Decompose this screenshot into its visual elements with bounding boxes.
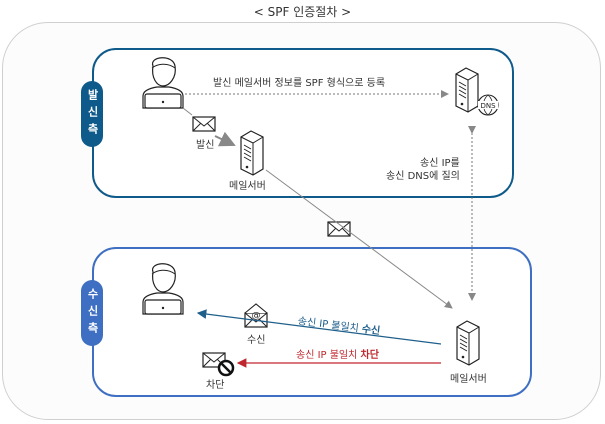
query-text-line1: 송신 IP를	[420, 158, 460, 169]
svg-text:@: @	[252, 311, 261, 321]
send-label: 발신	[196, 140, 215, 151]
query-text-line2: 송신 DNS에 질의	[386, 171, 460, 182]
block-text: 송신 IP 불일치 차단	[296, 346, 379, 361]
svg-text:DNS: DNS	[480, 102, 496, 110]
mail-transfer-arrow	[265, 169, 453, 309]
register-text: 발신 메일서버 정보를 SPF 형식으로 등록	[213, 78, 386, 89]
sender-mail-server-icon	[240, 130, 264, 176]
send-arrow	[214, 131, 236, 147]
received-envelope-icon: @	[244, 303, 268, 328]
sender-user-icon	[142, 57, 184, 109]
receiver-panel	[92, 247, 532, 397]
receiver-user-icon	[142, 263, 184, 315]
user-to-envelope-line	[182, 107, 193, 116]
block-text-bold: 차단	[360, 350, 379, 361]
diagram-title: < SPF 인증절차 >	[253, 5, 352, 19]
blocked-envelope-icon	[202, 352, 235, 377]
block-text-normal: 송신 IP 불일치	[296, 350, 361, 361]
send-envelope-icon	[192, 116, 216, 132]
sender-side-label: 발신측	[81, 81, 103, 147]
receiver-mail-server-icon	[456, 320, 480, 366]
sender-mail-server-label: 메일서버	[229, 181, 266, 192]
block-label: 차단	[206, 380, 225, 391]
accept-text-bold: 수신	[361, 323, 381, 338]
receive-label: 수신	[247, 335, 266, 346]
dns-server-icon: DNS	[455, 67, 499, 116]
accept-arrow	[196, 309, 442, 345]
receiver-mail-server-label: 메일서버	[450, 374, 487, 385]
receiver-side-label: 수신측	[81, 280, 103, 346]
